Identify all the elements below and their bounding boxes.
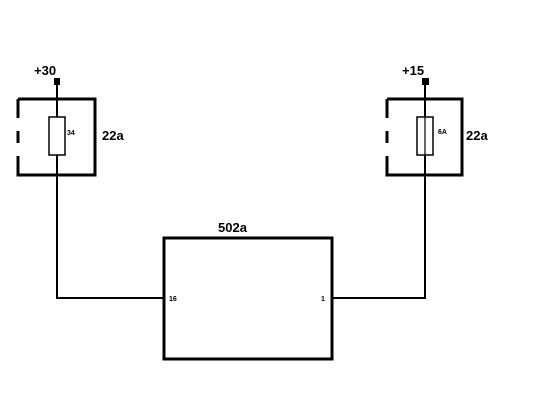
control-unit-label: 502a [218, 220, 248, 235]
left-fuse-module-box [16, 97, 97, 177]
left-terminal-connector [54, 78, 60, 85]
control-unit-box [162, 236, 334, 361]
left-fuse-element [48, 116, 66, 156]
right-feed-wire [332, 155, 426, 299]
left-feed-wire [56, 155, 164, 299]
right-module-label: 22a [466, 128, 488, 143]
control-unit-pin-1: 1 [321, 296, 325, 303]
right-fuse-rating: 6A [438, 129, 447, 136]
right-terminal-label: +15 [402, 63, 424, 78]
left-fuse-rating: 34 [67, 130, 75, 137]
left-module-label: 22a [102, 128, 124, 143]
control-unit-group: 502a 16 1 [162, 220, 334, 361]
control-unit-pin-16: 16 [169, 296, 177, 303]
right-terminal-connector [422, 78, 429, 85]
left-supply-group: +30 34 22a [16, 63, 164, 299]
right-supply-group: +15 6A 22a [332, 63, 488, 299]
left-terminal-label: +30 [34, 63, 56, 78]
right-fuse-module-box [385, 97, 464, 177]
